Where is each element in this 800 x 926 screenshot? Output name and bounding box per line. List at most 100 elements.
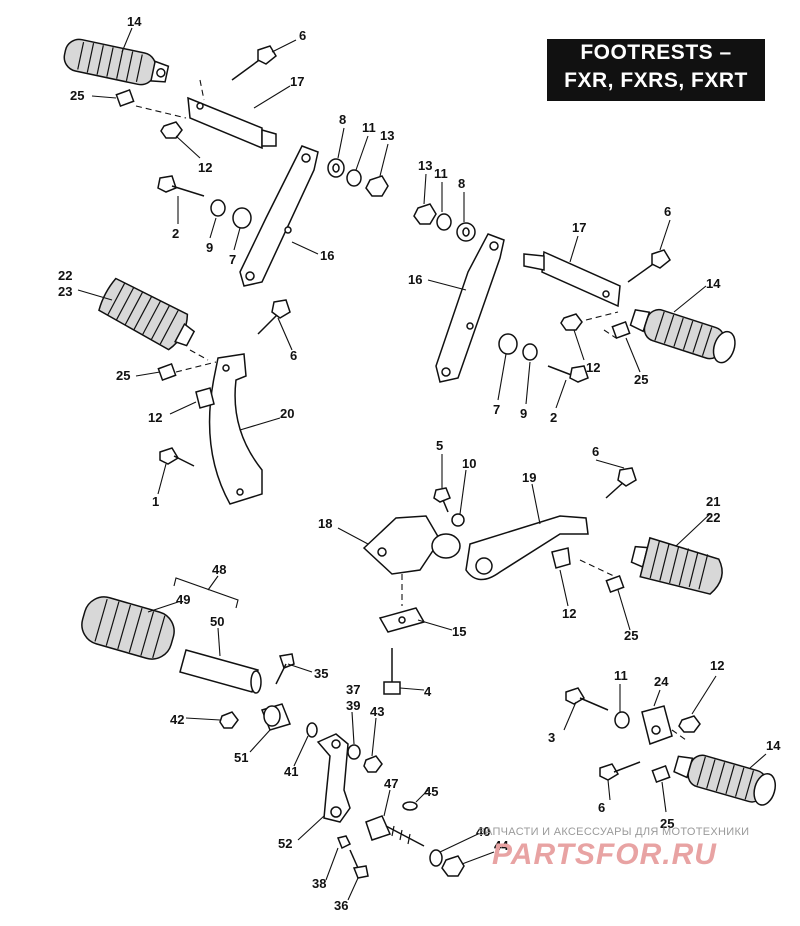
watermark-subtitle: ЗАПЧАСТИ И АКСЕССУАРЫ ДЛЯ МОТОТЕХНИКИ (478, 826, 750, 838)
callout-17: 17 (572, 220, 586, 235)
callout-6: 6 (592, 444, 599, 459)
callout-2: 2 (550, 410, 557, 425)
bolt-6 (627, 249, 671, 283)
callout-13: 13 (380, 128, 394, 143)
washer-10 (451, 513, 465, 527)
mount-bracket-17 (541, 250, 621, 308)
washer-40 (429, 849, 443, 867)
callout-6: 6 (290, 348, 297, 363)
bolt-2 (157, 175, 205, 197)
callout-1: 1 (152, 494, 159, 509)
square-nut-25 (611, 321, 631, 339)
leader-lines (77, 27, 767, 901)
callout-25: 25 (660, 816, 674, 831)
footpeg-14 (63, 38, 170, 86)
washer-9 (210, 199, 226, 217)
callout-11: 11 (362, 120, 376, 135)
callout-numbers: 14 6 17 25 12 8 11 13 2 9 7 16 13 11 8 1… (58, 14, 781, 913)
callout-16: 16 (408, 272, 422, 287)
callout-35: 35 (314, 666, 328, 681)
callout-22: 22 (58, 268, 72, 283)
bolt-3 (565, 687, 609, 711)
callout-52: 52 (278, 836, 292, 851)
callout-14: 14 (706, 276, 721, 291)
callout-36: 36 (334, 898, 348, 913)
bolt-4 (383, 648, 401, 695)
nut-12 (195, 387, 215, 409)
callout-17: 17 (290, 74, 304, 89)
clip-45 (402, 801, 418, 811)
callout-11: 11 (434, 166, 448, 181)
nut-13 (413, 203, 437, 225)
callout-7: 7 (493, 402, 500, 417)
callout-8: 8 (458, 176, 465, 191)
callout-41: 41 (284, 764, 298, 779)
diagram-title-box: FOOTRESTS – FXR, FXRS, FXRT (547, 39, 765, 101)
callout-24: 24 (654, 674, 669, 689)
callout-6: 6 (299, 28, 306, 43)
footboard-pad-22-23 (98, 277, 196, 351)
nut-12 (678, 715, 701, 733)
callout-3: 3 (548, 730, 555, 745)
callout-18: 18 (318, 516, 332, 531)
callout-45: 45 (424, 784, 438, 799)
lockwasher-11 (346, 169, 362, 187)
callout-12: 12 (148, 410, 162, 425)
callout-9: 9 (206, 240, 213, 255)
callout-37: 37 (346, 682, 360, 697)
callout-5: 5 (436, 438, 443, 453)
bolt-1 (159, 447, 195, 467)
clevis-24 (641, 705, 673, 745)
callout-40: 40 (476, 824, 490, 839)
middle-left-footrest-assembly (98, 277, 291, 505)
callout-22: 22 (706, 510, 720, 525)
callout-21: 21 (706, 494, 720, 509)
mount-bracket-18 (362, 515, 441, 575)
callout-23: 23 (58, 284, 72, 299)
washer-7 (498, 333, 518, 355)
callout-12: 12 (562, 606, 576, 621)
callout-48: 48 (212, 562, 226, 577)
callout-9: 9 (520, 406, 527, 421)
nut-44 (441, 855, 465, 877)
callout-49: 49 (176, 592, 190, 607)
square-nut-25 (651, 765, 671, 783)
bottom-right-footrest-assembly (565, 687, 777, 806)
washer-7 (232, 207, 252, 229)
bolt-6 (599, 761, 641, 781)
mount-bracket-17 (187, 96, 263, 150)
footrest-bracket-20 (208, 353, 263, 505)
callout-6: 6 (664, 204, 671, 219)
callout-51: 51 (234, 750, 248, 765)
washer-41 (306, 722, 318, 738)
bolt-5 (433, 487, 451, 513)
callout-14: 14 (127, 14, 142, 29)
pin-35 (275, 653, 295, 685)
lockwasher-11 (614, 711, 630, 729)
callout-15: 15 (452, 624, 466, 639)
callout-14: 14 (766, 738, 781, 753)
callout-12: 12 (710, 658, 724, 673)
nut-43 (363, 755, 383, 773)
callout-20: 20 (280, 406, 294, 421)
callout-47: 47 (384, 776, 398, 791)
callout-2: 2 (172, 226, 179, 241)
callout-44: 44 (494, 838, 509, 853)
watermark-logo: PARTSFOR.RU (492, 838, 717, 871)
bolt-6 (231, 45, 277, 81)
bolt-36 (349, 849, 369, 879)
callout-13: 13 (418, 158, 432, 173)
callout-38: 38 (312, 876, 326, 891)
callout-50: 50 (210, 614, 224, 629)
nut-12 (551, 547, 571, 569)
callout-19: 19 (522, 470, 536, 485)
callout-12: 12 (198, 160, 212, 175)
callout-25: 25 (634, 372, 648, 387)
callout-7: 7 (229, 252, 236, 267)
callout-25: 25 (116, 368, 130, 383)
locknut-12 (160, 121, 183, 139)
callout-42: 42 (170, 712, 184, 727)
lockwasher-11 (436, 213, 452, 231)
callout-25: 25 (624, 628, 638, 643)
